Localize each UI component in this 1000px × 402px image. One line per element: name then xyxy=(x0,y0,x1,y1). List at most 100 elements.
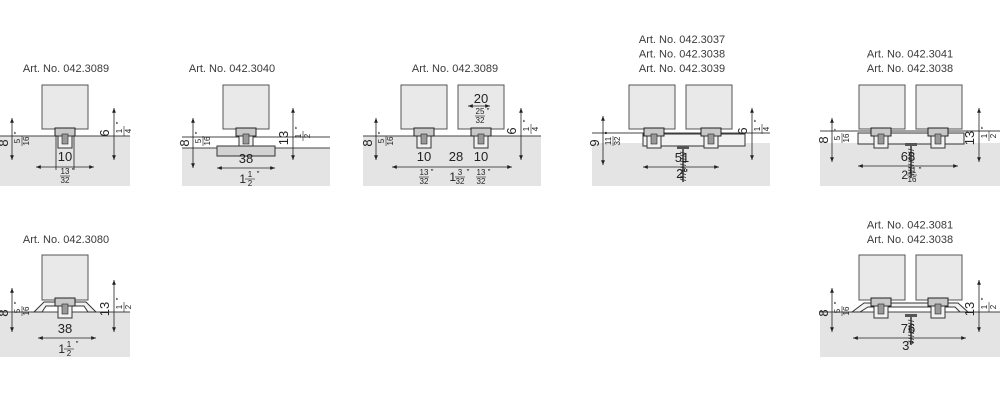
screw-head xyxy=(677,146,689,149)
floor xyxy=(0,312,130,357)
glass-panel xyxy=(858,254,906,301)
fraction-numerator: 1 xyxy=(294,133,303,138)
fraction-denominator: 16 xyxy=(203,136,212,145)
fraction-denominator: 32 xyxy=(456,177,465,186)
fraction-numerator: 1 xyxy=(115,128,124,133)
article-number: Art. No. 042.3089 xyxy=(412,63,498,75)
screw-thread xyxy=(907,319,915,322)
width-mm-label: 38 xyxy=(239,151,253,166)
article-number: Art. No. 042.3040 xyxy=(189,63,275,75)
clamp-insert xyxy=(707,133,715,145)
width-mm-label: 10 xyxy=(58,149,72,164)
article-number: Art. No. 042.3089 xyxy=(23,63,109,75)
fraction-denominator: 32 xyxy=(61,176,70,185)
screw-thread xyxy=(907,154,915,157)
glass-panel xyxy=(915,254,963,301)
clamp-insert xyxy=(877,303,885,315)
inch-mark: " xyxy=(431,168,434,177)
fraction-whole: 1 xyxy=(449,170,456,184)
clamp-insert xyxy=(477,133,485,145)
screw-head xyxy=(905,143,917,146)
screw-thread xyxy=(679,169,687,172)
article-number: Art. No. 042.3041 xyxy=(867,49,953,61)
fraction-denominator: 2 xyxy=(303,133,312,138)
inch-mark: " xyxy=(377,131,386,134)
screw-thread xyxy=(907,325,915,328)
offset-mm-label: 13 xyxy=(97,302,112,316)
fraction-numerator: 13 xyxy=(477,168,486,177)
fraction-numerator: 5 xyxy=(377,138,386,143)
floor xyxy=(363,136,541,186)
inch-mark: " xyxy=(487,107,490,116)
screw-thread xyxy=(907,148,915,151)
clamp-insert xyxy=(934,303,942,315)
inch-mark: " xyxy=(467,168,470,177)
article-number: Art. No. 042.3037 xyxy=(639,34,725,46)
screw-thread xyxy=(679,175,687,178)
offset-mm-label: 13 xyxy=(962,302,977,316)
clamp-insert xyxy=(934,133,942,145)
article-number: Art. No. 042.3038 xyxy=(639,49,725,61)
screw-thread xyxy=(907,172,915,175)
offset-mm-label: 6 xyxy=(735,127,750,134)
height-mm-label: 8 xyxy=(0,139,11,146)
height-mm-label: 8 xyxy=(360,139,375,146)
width-mm-label: 38 xyxy=(58,321,72,336)
clamp-insert xyxy=(61,303,69,315)
screw-thread xyxy=(679,178,687,181)
inch-mark: " xyxy=(194,131,203,134)
fraction-denominator: 16 xyxy=(22,306,31,315)
fraction-numerator: 1 xyxy=(522,126,531,131)
fraction-denominator: 16 xyxy=(386,136,395,145)
inch-mark: " xyxy=(833,301,842,304)
fraction-denominator: 2 xyxy=(989,133,998,138)
screw-thread xyxy=(907,157,915,160)
screw-thread xyxy=(679,154,687,157)
width-mm-label: 68 xyxy=(901,149,915,164)
offset-mm-label: 13 xyxy=(276,131,291,145)
fraction-denominator: 2 xyxy=(124,304,133,309)
glass-panel xyxy=(915,84,963,130)
offset-mm-label: 13 xyxy=(962,131,977,145)
fraction-numerator: 5 xyxy=(13,308,22,313)
clamp-insert xyxy=(877,133,885,145)
fraction-denominator: 4 xyxy=(124,128,133,133)
fraction-denominator: 16 xyxy=(842,133,851,142)
inch-mark: " xyxy=(919,166,922,175)
fraction-whole: 2 xyxy=(901,168,908,182)
fraction-denominator: 2 xyxy=(989,304,998,309)
article-number: Art. No. 042.3038 xyxy=(867,63,953,75)
article-number: Art. No. 042.3038 xyxy=(867,234,953,246)
offset-mm-label: 6 xyxy=(504,127,519,134)
width-inch-label: 3" xyxy=(902,338,914,353)
inch-mark: " xyxy=(488,168,491,177)
inch-mark: " xyxy=(115,121,124,124)
width-mm-label: 10 xyxy=(474,149,488,164)
fraction-denominator: 32 xyxy=(613,136,622,145)
inch-mark: " xyxy=(980,297,989,300)
fraction-numerator: 1 xyxy=(980,304,989,309)
fraction-numerator: 11 xyxy=(908,166,917,175)
fraction-numerator: 13 xyxy=(61,167,70,176)
screw-thread xyxy=(907,322,915,325)
inch-mark: " xyxy=(980,126,989,129)
screw-thread xyxy=(679,151,687,154)
